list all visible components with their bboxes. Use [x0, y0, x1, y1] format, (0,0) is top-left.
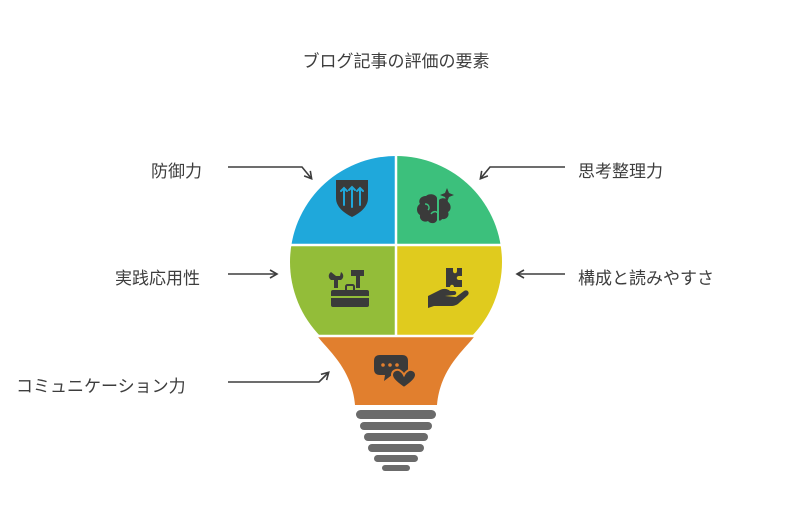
hand-puzzle-icon: [428, 268, 469, 308]
label-readability: 構成と読みやすさ: [578, 269, 714, 289]
bulb-base: [356, 410, 436, 471]
label-practical: 実践応用性: [115, 269, 200, 289]
shield-arrows-icon: [336, 180, 368, 217]
segment-readability: [396, 245, 502, 335]
arrow-defense: [228, 166, 313, 181]
arrow-thinking: [479, 166, 565, 181]
chat-heart-icon: [374, 355, 418, 390]
connector-arrows: [228, 166, 565, 383]
label-communication: コミュニケーション力: [16, 377, 186, 397]
toolbox-icon: [328, 270, 369, 307]
brain-sparkle-icon: [417, 188, 454, 224]
diagram-title: ブログ記事の評価の要素: [302, 52, 490, 72]
arrow-communication: [228, 371, 330, 383]
label-thinking: 思考整理力: [578, 162, 663, 182]
segment-thinking: [396, 156, 502, 245]
label-defense: 防御力: [151, 162, 202, 182]
